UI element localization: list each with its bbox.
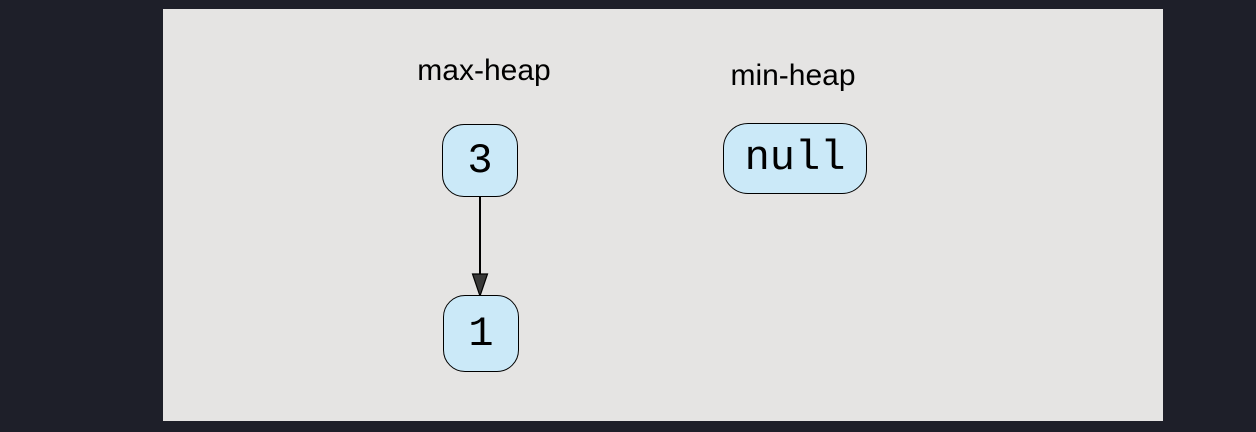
arrowhead-icon — [471, 273, 489, 298]
max-heap-root-value: 3 — [467, 136, 493, 185]
min-heap-null-node: null — [723, 123, 867, 194]
max-heap-label: max-heap — [417, 54, 551, 87]
max-heap-child-value: 1 — [468, 309, 494, 358]
min-heap-label: min-heap — [730, 59, 856, 92]
diagram-panel: max-heap min-heap 3 1 null — [163, 9, 1163, 421]
min-heap-null-value: null — [744, 133, 846, 182]
max-heap-child-node: 1 — [443, 295, 519, 372]
max-heap-root-node: 3 — [442, 124, 518, 197]
max-heap-edge-arrow — [471, 197, 489, 298]
